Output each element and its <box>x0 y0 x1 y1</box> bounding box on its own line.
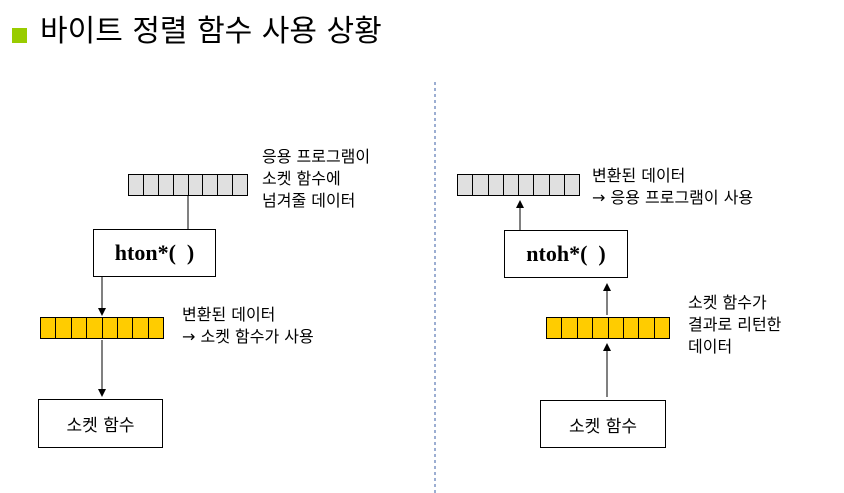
data-cell <box>534 175 550 195</box>
socket-result-label-right: 소켓 함수가 결과로 리턴한 데이터 <box>688 293 782 356</box>
socket-function-label-right: 소켓 함수 <box>569 416 637 437</box>
data-cell <box>173 175 189 195</box>
socket-function-box-left: 소켓 함수 <box>38 399 163 448</box>
data-cell <box>203 175 219 195</box>
page-title: 바이트 정렬 함수 사용 상황 <box>40 14 382 49</box>
app-data-label-left: 응용 프로그램이 소켓 함수에 넘겨줄 데이터 <box>262 147 371 210</box>
converted-label-left: 변환된 데이터 → 소켓 함수가 사용 <box>182 305 314 346</box>
data-cell <box>654 318 669 338</box>
ntoh-function-label: ntoh*( ) <box>526 241 606 266</box>
data-cell <box>519 175 535 195</box>
data-cell <box>56 318 72 338</box>
data-cell <box>623 318 640 338</box>
data-cell <box>473 175 489 195</box>
data-cell <box>564 175 579 195</box>
data-cell <box>503 175 519 195</box>
data-cell <box>549 175 565 195</box>
data-cell <box>458 175 474 195</box>
data-cell <box>562 318 578 338</box>
data-cell <box>129 175 144 195</box>
data-cell <box>593 318 609 338</box>
data-cell <box>577 318 594 338</box>
socket-function-label-left: 소켓 함수 <box>66 416 135 436</box>
data-cell <box>87 318 103 338</box>
converted-cells-left <box>40 317 164 339</box>
data-cell <box>188 175 204 195</box>
data-cell <box>488 175 504 195</box>
data-cell <box>148 318 163 338</box>
data-cell <box>41 318 57 338</box>
converted-label-right: 변환된 데이터 → 응용 프로그램이 사용 <box>592 166 754 207</box>
hton-function-box: hton*( ) <box>93 229 216 277</box>
app-data-cells-left <box>128 174 248 196</box>
app-data-cells-right <box>457 174 580 196</box>
data-cell <box>547 318 563 338</box>
ntoh-function-box: ntoh*( ) <box>504 230 628 278</box>
data-cell <box>133 318 149 338</box>
data-cell <box>218 175 234 195</box>
data-cell <box>639 318 655 338</box>
socket-function-box-right: 소켓 함수 <box>540 400 666 448</box>
data-cell <box>233 175 247 195</box>
data-cell <box>102 318 118 338</box>
hton-function-label: hton*( ) <box>114 240 195 265</box>
converted-cells-right <box>546 317 670 339</box>
data-cell <box>143 175 159 195</box>
title-bullet <box>12 28 27 43</box>
data-cell <box>117 318 134 338</box>
data-cell <box>608 318 624 338</box>
data-cell <box>71 318 88 338</box>
data-cell <box>158 175 174 195</box>
